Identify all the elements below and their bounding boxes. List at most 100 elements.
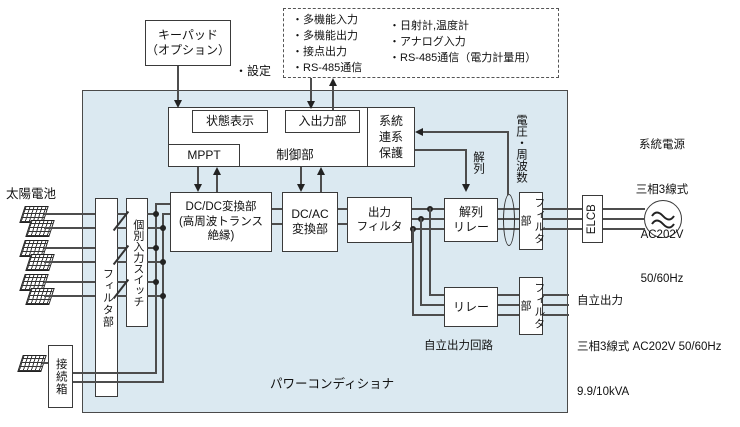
solar-label: 太陽電池 [6, 187, 57, 201]
elcb-label: ELCB [586, 203, 599, 235]
output-filter-box: 出力 フィルタ [347, 197, 412, 243]
arrow-down-icon [296, 184, 305, 192]
wire [300, 167, 302, 185]
disconnect-relay-label: 解列 リレー [452, 205, 489, 234]
wire [272, 223, 282, 225]
wire [117, 247, 127, 249]
wire [543, 314, 569, 316]
relay-box: リレー [444, 287, 498, 327]
wire [420, 304, 444, 306]
wire [338, 208, 347, 210]
junction-dot [160, 293, 166, 299]
grid-protection-label: 系統 連系 保護 [378, 113, 403, 161]
wire [272, 208, 282, 210]
wire [42, 362, 48, 364]
junction-dot [153, 211, 159, 217]
wire [147, 213, 156, 215]
mppt-box: MPPT [168, 144, 240, 167]
wire [412, 218, 444, 220]
junction-dot [153, 245, 159, 251]
interface-options-box: ・多機能入力 ・多機能出力 ・接点出力 ・RS-485通信 ・日射計,温度計 ・… [283, 8, 559, 78]
wire [603, 208, 645, 210]
grid-filter-label: フィルタ部 [519, 197, 545, 245]
arrow-down-icon [173, 100, 182, 108]
output-filter-label: 出力 フィルタ [356, 206, 403, 233]
dcdc-converter-box: DC/DC変換部 (高周波トランス 絶縁) [170, 192, 272, 252]
wire [429, 208, 431, 296]
wire [44, 213, 95, 215]
relay-label: リレー [452, 299, 489, 314]
grid-power-label: 系統電源 三相3線式 AC202V 50/60Hz [635, 138, 689, 286]
input-switch-box: 個別入力スイッチ [126, 198, 148, 327]
voltage-frequency-label: 電圧・周波数 [514, 114, 527, 183]
junction-dot [160, 225, 166, 231]
controller-label: 制御部 [276, 148, 314, 162]
wire [117, 227, 127, 229]
ac-wave-icon [651, 211, 675, 229]
wire [117, 295, 127, 297]
wire [44, 295, 95, 297]
io-box: 入出力部 [285, 110, 360, 133]
ac-source-icon [644, 200, 682, 238]
arrow-down-icon [193, 184, 202, 192]
interface-col2: ・日射計,温度計 ・アナログ入力 ・RS-485通信（電力計量用） [389, 20, 537, 64]
standalone-circuit-label: 自立出力回路 [424, 340, 493, 352]
wire [412, 314, 444, 316]
wire [543, 228, 582, 230]
standalone-filter-box: フィルタ部 [519, 277, 545, 335]
wire [310, 78, 312, 103]
wire [44, 247, 95, 249]
wire [498, 294, 519, 296]
wire [320, 174, 322, 192]
interface-col1: ・多機能入力 ・多機能出力 ・接点出力 ・RS-485通信 [292, 14, 363, 74]
wire [420, 218, 422, 306]
wire [603, 228, 645, 230]
junction-dot [153, 279, 159, 285]
wire [44, 227, 95, 229]
junction-box: 接続箱 [48, 345, 73, 408]
wire [117, 261, 127, 263]
arrow-up-icon [212, 167, 221, 175]
arrow-down-icon [461, 184, 470, 192]
wire [155, 203, 170, 205]
wire [498, 314, 519, 316]
input-filter-label: フィルタ部 [101, 267, 114, 328]
wire [216, 174, 218, 192]
standalone-output-label: 自立出力 三相3線式 AC202V 50/60Hz 9.9/10kVA または … [577, 295, 722, 399]
arrow-down-icon [306, 101, 315, 109]
wire [412, 228, 444, 230]
wire [543, 218, 582, 220]
elcb-box: ELCB [582, 195, 603, 243]
junction-dot [160, 259, 166, 265]
wire [117, 213, 127, 215]
keypad-label: キーパッド （オプション） [146, 28, 231, 57]
wire [73, 372, 157, 374]
wire [421, 131, 509, 133]
arrow-up-icon [328, 78, 337, 86]
status-display-box: 状態表示 [192, 110, 268, 133]
wire [177, 66, 179, 102]
wire [338, 223, 347, 225]
wire [543, 294, 569, 296]
wire [332, 85, 334, 110]
wire [147, 247, 156, 249]
wire [197, 167, 199, 185]
arrow-up-icon [316, 167, 325, 175]
wire [429, 294, 444, 296]
wire [603, 218, 645, 220]
junction-box-label: 接続箱 [54, 357, 67, 396]
dc-bus-wire [155, 203, 157, 374]
wire [412, 228, 414, 316]
wire [117, 281, 127, 283]
status-display-label: 状態表示 [205, 114, 254, 128]
grid-filter-box: フィルタ部 [519, 192, 545, 250]
wire [147, 281, 156, 283]
wire [44, 261, 95, 263]
wire [543, 208, 582, 210]
wire [498, 304, 519, 306]
dcac-converter-label: DC/AC 変換部 [291, 207, 329, 236]
io-label: 入出力部 [298, 114, 347, 128]
disconnect-cmd-label: 解列 [471, 151, 484, 174]
dcac-converter-box: DC/AC 変換部 [282, 192, 338, 252]
